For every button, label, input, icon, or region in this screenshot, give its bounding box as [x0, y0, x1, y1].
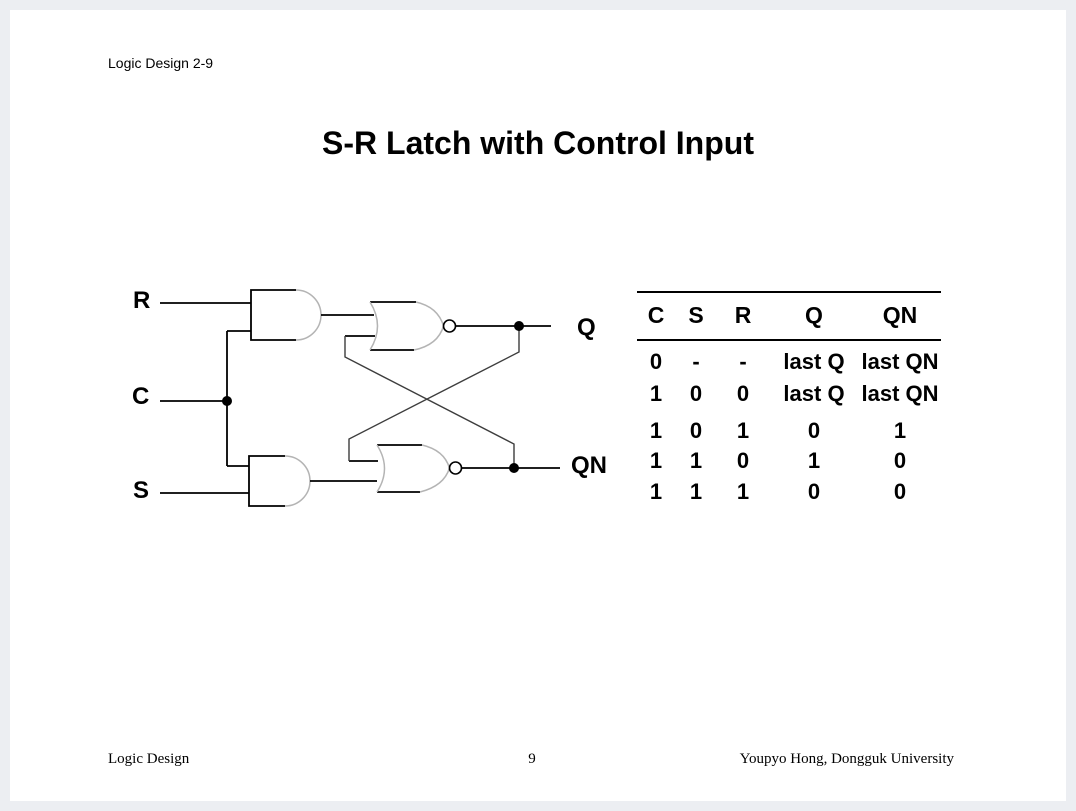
truth-table: C S R Q QN 0 - - last Q last QN 1 0 0 la…: [637, 291, 941, 526]
junction-dots: [222, 321, 524, 473]
col-header-q: Q: [805, 302, 823, 328]
slide-page: Logic Design 2-9 S-R Latch with Control …: [10, 10, 1066, 801]
cell: 0: [736, 381, 750, 406]
nor-gate-top: [369, 301, 457, 351]
col-header-c: C: [647, 302, 665, 328]
cell: -: [739, 349, 747, 374]
cell: 1: [736, 479, 750, 504]
cell: 0: [893, 448, 907, 473]
input-label-r: R: [133, 287, 151, 314]
junction-c: [222, 396, 232, 406]
table-top-rule: [637, 291, 941, 293]
table-row: 1 0 0 last Q last QN: [637, 381, 941, 407]
nor-top-bubble: [442, 319, 457, 333]
cell: last QN: [861, 349, 939, 374]
junction-qn: [509, 463, 519, 473]
cell: last QN: [861, 381, 939, 406]
feedback-qn-to-nor-top: [344, 336, 515, 468]
nor-gate-bottom: [376, 444, 463, 493]
footer-page-number: 9: [528, 751, 536, 767]
cell: 1: [736, 418, 750, 443]
cell: 0: [807, 418, 821, 443]
cell: last Q: [783, 381, 845, 406]
and-gate-top: [250, 289, 322, 341]
cell: 1: [649, 381, 663, 406]
cell: 1: [649, 448, 663, 473]
footer-course-name: Logic Design: [108, 751, 190, 767]
cell: -: [692, 349, 700, 374]
col-header-qn: QN: [882, 302, 918, 328]
cell: 0: [689, 418, 703, 443]
input-label-c: C: [132, 383, 150, 410]
cell: 1: [649, 479, 663, 504]
table-row: 1 1 0 1 0: [637, 448, 941, 474]
nor-bottom-bubble: [448, 461, 463, 475]
cell: 0: [893, 479, 907, 504]
and-gate-bottom: [248, 455, 311, 507]
output-label-qn: QN: [571, 452, 607, 479]
table-row: 0 - - last Q last QN: [637, 349, 941, 375]
latch-circuit-diagram: [160, 289, 560, 507]
footer-author: Youpyo Hong, Dongguk University: [739, 751, 954, 767]
table-header-rule: [637, 339, 941, 341]
cell: 1: [689, 448, 703, 473]
slide-header: Logic Design 2-9: [108, 55, 214, 71]
cell: 0: [807, 479, 821, 504]
cell: 1: [893, 418, 907, 443]
junction-q: [514, 321, 524, 331]
feedback-q-to-nor-bottom: [348, 326, 520, 461]
cell: 1: [649, 418, 663, 443]
table-row: 1 0 1 0 1: [637, 418, 941, 444]
output-label-q: Q: [577, 314, 596, 341]
input-wires: [160, 302, 251, 494]
cell: last Q: [783, 349, 845, 374]
cell: 0: [689, 381, 703, 406]
cell: 1: [807, 448, 821, 473]
input-label-s: S: [133, 477, 150, 504]
page-title: S-R Latch with Control Input: [322, 125, 754, 161]
col-header-s: S: [688, 302, 704, 328]
cell: 0: [649, 349, 663, 374]
table-header-row: C S R Q QN: [637, 302, 941, 328]
feedback-wires: [344, 326, 520, 468]
cell: 1: [689, 479, 703, 504]
table-row: 1 1 1 0 0: [637, 479, 941, 505]
cell: 0: [736, 448, 750, 473]
col-header-r: R: [734, 302, 752, 328]
